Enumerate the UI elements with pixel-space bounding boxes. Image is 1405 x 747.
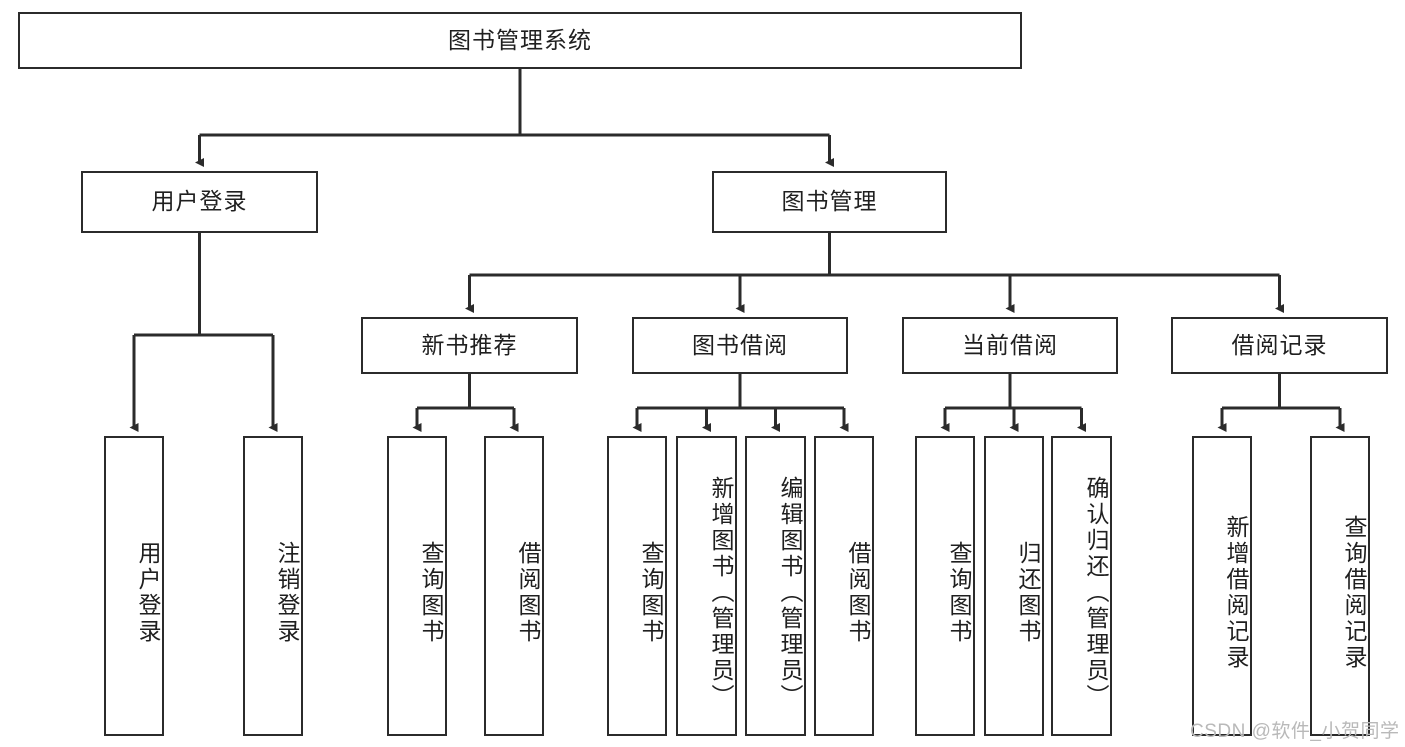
node-borrow-record[interactable]: 借阅记录 <box>1171 317 1388 374</box>
node-current-borrow[interactable]: 当前借阅 <box>902 317 1118 374</box>
node-root-label: 图书管理系统 <box>448 26 592 53</box>
node-leaf-query-book-borrow-label: 查询图书 <box>638 541 664 645</box>
node-book-borrow-label: 图书借阅 <box>692 331 788 358</box>
node-leaf-add-book[interactable]: 新增图书（管理员） <box>676 436 737 736</box>
node-leaf-user-login-label: 用户登录 <box>135 541 161 645</box>
csdn-watermark: CSDN @软件_小贺同学 <box>1190 721 1400 742</box>
node-leaf-query-book-current-label: 查询图书 <box>946 541 972 645</box>
node-current-borrow-label: 当前借阅 <box>962 331 1058 358</box>
node-leaf-user-logout-label: 注销登录 <box>274 541 300 645</box>
node-leaf-borrow-book-recommend[interactable]: 借阅图书 <box>484 436 544 736</box>
node-leaf-return-book-label: 归还图书 <box>1015 541 1041 645</box>
node-leaf-confirm-return-label: 确认归还（管理员） <box>1083 476 1109 710</box>
node-user-login[interactable]: 用户登录 <box>81 171 318 233</box>
node-leaf-add-book-label: 新增图书（管理员） <box>708 476 734 710</box>
node-leaf-user-login[interactable]: 用户登录 <box>104 436 164 736</box>
node-leaf-borrow-book[interactable]: 借阅图书 <box>814 436 874 736</box>
node-borrow-record-label: 借阅记录 <box>1231 331 1328 358</box>
node-book-borrow[interactable]: 图书借阅 <box>632 317 848 374</box>
node-leaf-add-borrow-record[interactable]: 新增借阅记录 <box>1192 436 1252 736</box>
node-leaf-edit-book[interactable]: 编辑图书（管理员） <box>745 436 806 736</box>
node-leaf-add-borrow-record-label: 新增借阅记录 <box>1223 515 1249 671</box>
node-leaf-edit-book-label: 编辑图书（管理员） <box>777 476 803 710</box>
node-leaf-borrow-book-label: 借阅图书 <box>845 541 871 645</box>
node-leaf-query-borrow-record-label: 查询借阅记录 <box>1341 515 1367 671</box>
node-new-book-recommend-label: 新书推荐 <box>421 331 518 358</box>
node-leaf-query-book-recommend-label: 查询图书 <box>418 541 444 645</box>
node-book-management-label: 图书管理 <box>781 188 878 215</box>
node-leaf-query-book-recommend[interactable]: 查询图书 <box>387 436 447 736</box>
node-root[interactable]: 图书管理系统 <box>18 12 1022 69</box>
node-leaf-query-borrow-record[interactable]: 查询借阅记录 <box>1310 436 1370 736</box>
node-leaf-return-book[interactable]: 归还图书 <box>984 436 1044 736</box>
node-leaf-user-logout[interactable]: 注销登录 <box>243 436 303 736</box>
node-leaf-borrow-book-recommend-label: 借阅图书 <box>515 541 541 645</box>
node-book-management[interactable]: 图书管理 <box>712 171 947 233</box>
node-leaf-confirm-return[interactable]: 确认归还（管理员） <box>1051 436 1112 736</box>
node-user-login-label: 用户登录 <box>151 188 248 215</box>
node-new-book-recommend[interactable]: 新书推荐 <box>361 317 578 374</box>
node-leaf-query-book-borrow[interactable]: 查询图书 <box>607 436 667 736</box>
node-leaf-query-book-current[interactable]: 查询图书 <box>915 436 975 736</box>
